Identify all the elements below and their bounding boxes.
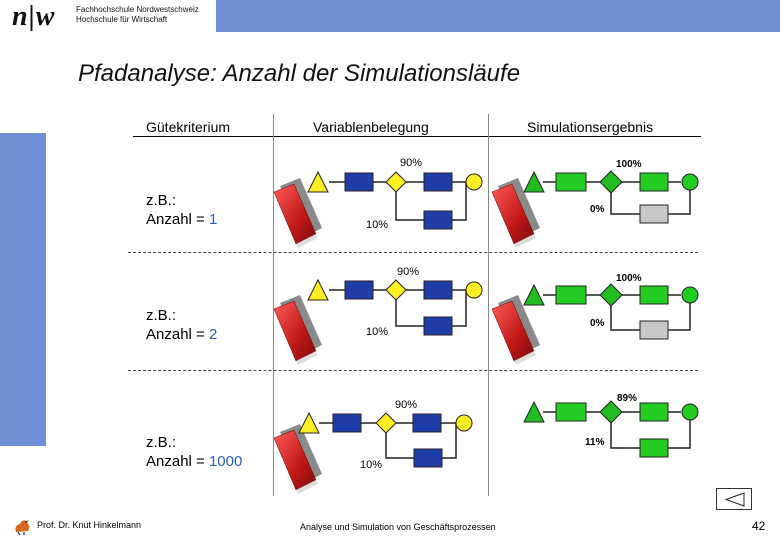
gateway-icon — [599, 283, 623, 307]
page-number: 42 — [752, 519, 766, 533]
task-icon — [332, 413, 362, 433]
book-stack-icon — [491, 295, 540, 365]
task-icon — [639, 285, 669, 305]
result-probability-label: 100% — [616, 159, 642, 170]
column-divider — [488, 114, 489, 496]
gateway-icon — [385, 279, 407, 301]
start-event-icon — [298, 411, 320, 434]
row-label-prefix: z.B.: — [146, 307, 177, 324]
column-header-result: Simulationsergebnis — [527, 119, 654, 135]
probability-label: 90% — [400, 157, 422, 169]
end-event-icon — [681, 286, 699, 304]
variable-process-3 — [298, 411, 473, 468]
end-event-icon — [455, 414, 473, 432]
row-label: z.B.: Anzahl = 1000 — [146, 433, 242, 471]
result-process-1 — [523, 170, 699, 224]
task-icon — [413, 448, 443, 468]
row-label-count: 2 — [208, 326, 218, 343]
start-event-icon — [307, 170, 329, 193]
task-icon — [555, 285, 587, 305]
task-icon — [639, 438, 669, 458]
book-stack-icon — [273, 424, 322, 494]
task-icon — [555, 402, 587, 422]
logo-mark: n|w — [12, 1, 56, 32]
start-event-icon — [523, 170, 545, 193]
gateway-icon — [599, 400, 623, 424]
gateway-icon — [599, 170, 623, 194]
column-header-criterion: Gütekriterium — [146, 119, 231, 135]
result-process-3 — [523, 400, 699, 458]
column-header-variables: Variablenbelegung — [313, 119, 429, 135]
row-label-text: Anzahl = — [146, 453, 209, 470]
start-event-icon — [523, 400, 545, 423]
header-underline — [133, 136, 701, 137]
end-event-icon — [465, 173, 483, 191]
start-event-icon — [307, 278, 329, 301]
task-icon — [423, 280, 453, 300]
logo-text-line1: Fachhochschule Nordwestschweiz — [76, 5, 199, 14]
task-icon — [555, 172, 587, 192]
gateway-icon — [385, 171, 407, 193]
gateway-icon — [375, 412, 397, 434]
result-probability-label: 0% — [590, 318, 605, 329]
side-accent-bar — [0, 133, 46, 446]
probability-label: 90% — [395, 399, 417, 411]
variable-process-2 — [307, 278, 483, 336]
probability-label: 10% — [366, 326, 388, 338]
task-icon — [344, 280, 374, 300]
page-title: Pfadanalyse: Anzahl der Simulationsläufe — [78, 60, 521, 87]
probability-label: 90% — [397, 266, 419, 278]
footer-course: Analyse und Simulation von Geschäftsproz… — [300, 522, 496, 532]
row-label: z.B.: Anzahl = 1 — [146, 191, 217, 229]
start-event-icon — [523, 283, 545, 306]
row-label-text: Anzahl = — [146, 326, 209, 343]
row-label: z.B.: Anzahl = 2 — [146, 306, 217, 344]
end-event-icon — [465, 281, 483, 299]
row-label-count: 1000 — [208, 453, 243, 470]
book-stack-icon — [273, 178, 322, 248]
task-icon — [423, 172, 453, 192]
row-label-prefix: z.B.: — [146, 192, 177, 209]
rooster-icon — [15, 520, 30, 536]
row-separator — [128, 370, 698, 371]
result-probability-label: 100% — [616, 273, 642, 284]
task-icon — [639, 402, 669, 422]
task-icon — [423, 210, 453, 230]
variable-process-1 — [307, 170, 483, 230]
task-icon — [639, 204, 669, 224]
header-accent-bar — [216, 0, 780, 32]
logo-text-line2: Hochschule für Wirtschaft — [76, 15, 168, 24]
row-separator — [128, 252, 698, 253]
result-probability-label: 11% — [585, 437, 605, 448]
nav-back-button[interactable] — [716, 488, 752, 510]
task-icon — [423, 316, 453, 336]
row-label-text: Anzahl = — [146, 211, 209, 228]
probability-label: 10% — [360, 459, 382, 471]
back-triangle-icon — [725, 492, 745, 507]
result-probability-label: 89% — [617, 393, 637, 404]
result-process-2 — [523, 283, 699, 340]
row-label-count: 1 — [208, 211, 218, 228]
task-icon — [412, 413, 442, 433]
probability-label: 10% — [366, 219, 388, 231]
row-label-prefix: z.B.: — [146, 434, 177, 451]
book-stack-icon — [273, 295, 322, 365]
task-icon — [639, 320, 669, 340]
task-icon — [344, 172, 374, 192]
result-probability-label: 0% — [590, 204, 605, 215]
end-event-icon — [681, 173, 699, 191]
footer-author: Prof. Dr. Knut Hinkelmann — [37, 520, 142, 530]
end-event-icon — [681, 403, 699, 421]
book-stack-icon — [491, 178, 540, 248]
column-divider — [273, 114, 274, 496]
task-icon — [639, 172, 669, 192]
